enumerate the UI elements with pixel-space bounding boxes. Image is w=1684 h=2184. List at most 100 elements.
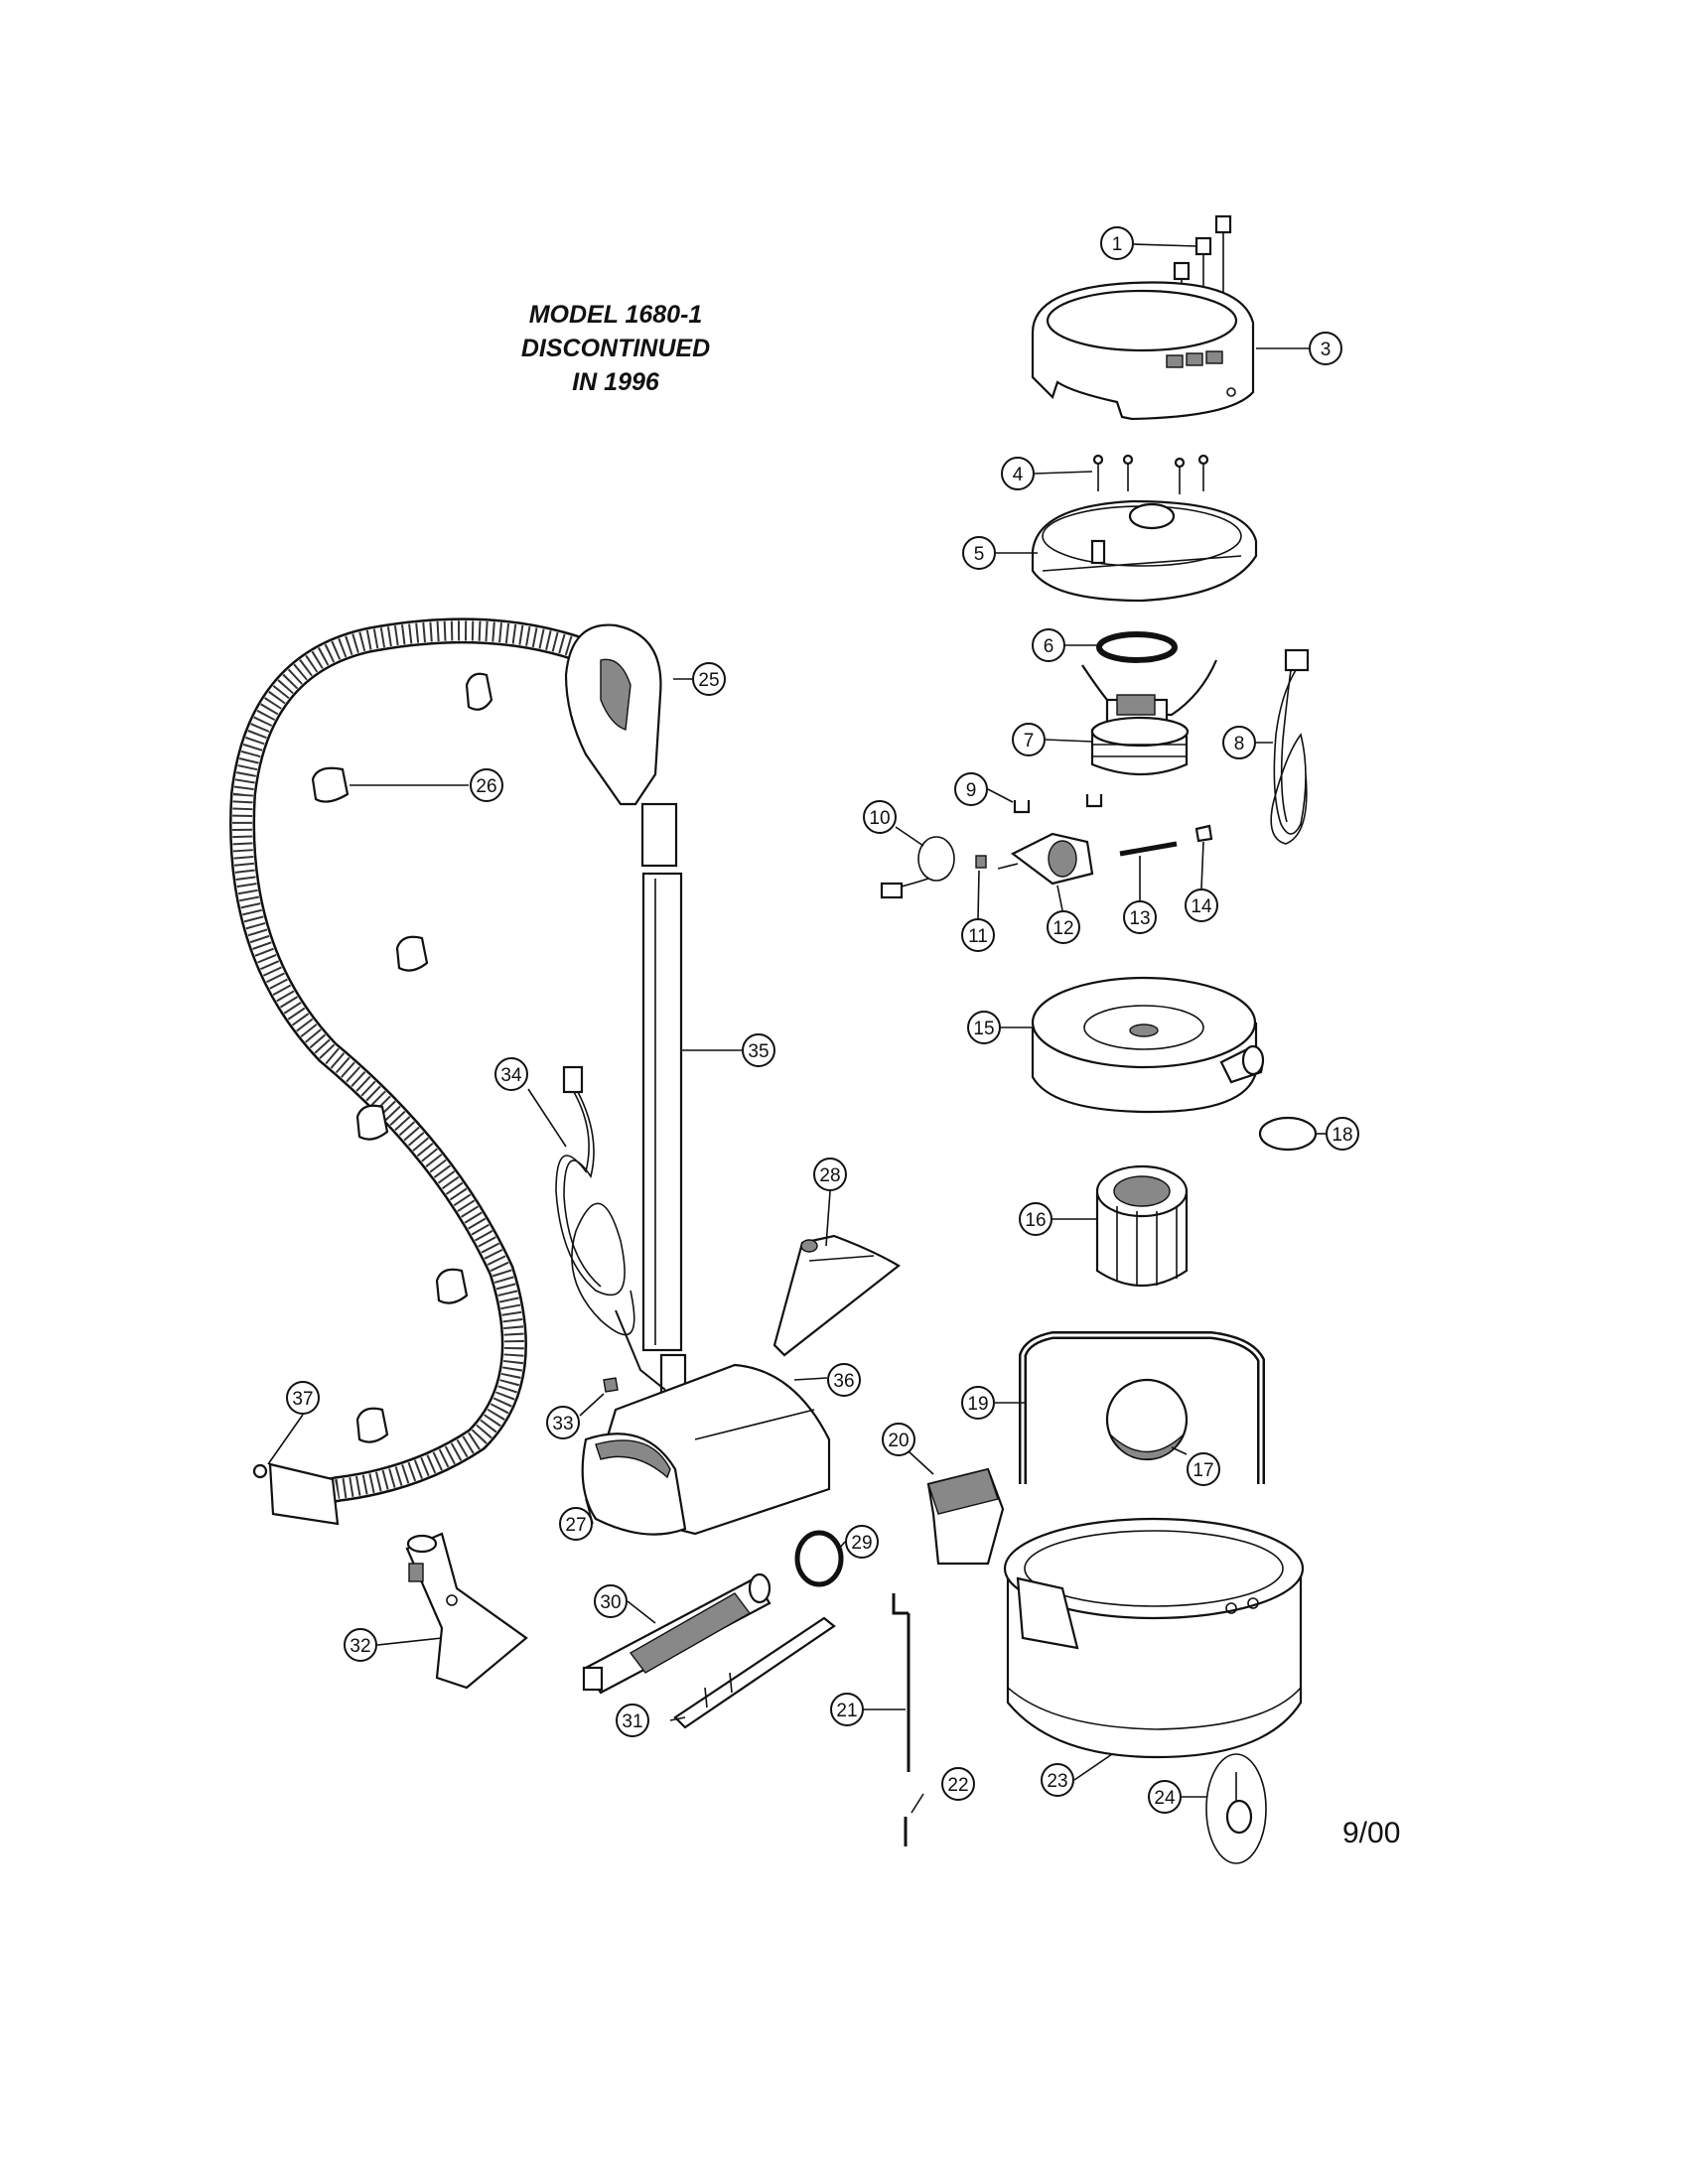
svg-text:36: 36 (833, 1371, 854, 1392)
callout-27: 27 (559, 1507, 593, 1541)
callout-36: 36 (827, 1363, 861, 1397)
svg-text:23: 23 (1047, 1771, 1067, 1792)
part-17-float-ball (1105, 1378, 1189, 1461)
callout-15: 15 (967, 1011, 1001, 1044)
part-23-tank (1003, 1517, 1305, 1759)
svg-text:25: 25 (698, 670, 719, 691)
svg-text:30: 30 (600, 1592, 621, 1613)
svg-text:5: 5 (974, 544, 985, 565)
svg-text:20: 20 (888, 1431, 909, 1451)
part-13-shaft (1119, 841, 1178, 857)
callout-14: 14 (1185, 888, 1218, 922)
svg-text:24: 24 (1154, 1788, 1176, 1809)
part-3-top-cover (1031, 281, 1255, 421)
svg-text:19: 19 (967, 1394, 988, 1415)
svg-text:35: 35 (748, 1041, 769, 1062)
leader-lines (267, 243, 1326, 1814)
callout-21: 21 (830, 1693, 864, 1726)
svg-text:16: 16 (1025, 1210, 1046, 1231)
callout-33: 33 (546, 1406, 580, 1439)
part-33-nut (603, 1377, 619, 1393)
svg-text:7: 7 (1024, 731, 1035, 751)
callout-25: 25 (692, 662, 726, 696)
model-title-line3: IN 1996 (572, 368, 659, 396)
part-6-gasket (1096, 631, 1178, 663)
callout-30: 30 (594, 1584, 628, 1618)
part-7-motor (1081, 659, 1218, 776)
part-9-clips (1013, 794, 1103, 814)
callout-20: 20 (882, 1423, 915, 1456)
part-26-hose-clips (311, 672, 493, 1443)
svg-text:12: 12 (1052, 918, 1073, 939)
callout-23: 23 (1041, 1763, 1074, 1797)
part-36-27-floor-nozzle (581, 1363, 831, 1536)
part-25-handle (564, 623, 678, 868)
model-title: MODEL 1680-1 DISCONTINUED IN 1996 (467, 298, 765, 399)
callout-17: 17 (1187, 1452, 1220, 1486)
callout-31: 31 (616, 1704, 649, 1737)
callout-11: 11 (961, 918, 995, 952)
svg-text:13: 13 (1129, 908, 1150, 929)
callout-1: 1 (1100, 226, 1134, 260)
callout-9: 9 (954, 772, 988, 806)
callout-24: 24 (1148, 1780, 1182, 1814)
svg-text:18: 18 (1332, 1125, 1352, 1146)
callout-18: 18 (1326, 1117, 1359, 1151)
part-12-pump-motor (997, 832, 1094, 886)
callout-35: 35 (742, 1033, 775, 1067)
svg-text:29: 29 (851, 1533, 872, 1554)
part-19-bracket (1019, 1331, 1265, 1484)
callout-32: 32 (344, 1628, 377, 1662)
svg-text:37: 37 (292, 1389, 313, 1410)
part-34-power-cord (555, 1065, 666, 1391)
part-29-belt (794, 1530, 844, 1587)
svg-text:8: 8 (1234, 734, 1245, 754)
callout-12: 12 (1047, 910, 1080, 944)
callout-bubbles: 1 3 4 5 6 7 8 9 10 11 12 13 14 15 16 17 … (286, 226, 1359, 1814)
callout-7: 7 (1012, 723, 1046, 756)
revision-date: 9/00 (1342, 1817, 1401, 1849)
part-21-rod (892, 1593, 911, 1772)
callout-6: 6 (1032, 628, 1065, 662)
svg-text:14: 14 (1191, 896, 1212, 917)
svg-text:11: 11 (968, 926, 988, 947)
svg-text:34: 34 (500, 1065, 522, 1086)
part-15-motor-base (1031, 976, 1265, 1114)
part-5-motor-cover (1031, 499, 1258, 603)
svg-text:1: 1 (1112, 234, 1123, 255)
callout-13: 13 (1123, 900, 1157, 934)
part-31-brush-bar (673, 1616, 836, 1729)
part-16-filter (1095, 1164, 1189, 1287)
part-37-end-fitting (252, 1462, 340, 1526)
callout-4: 4 (1001, 457, 1035, 490)
callout-8: 8 (1222, 726, 1256, 759)
svg-text:28: 28 (819, 1165, 840, 1186)
part-20-cap (926, 1467, 1005, 1566)
svg-text:32: 32 (350, 1636, 370, 1657)
callout-37: 37 (286, 1381, 320, 1415)
part-14-fitting (1194, 824, 1213, 843)
svg-text:6: 6 (1044, 636, 1054, 657)
callout-10: 10 (863, 800, 897, 834)
svg-text:10: 10 (869, 808, 890, 829)
part-11-nut (975, 855, 987, 869)
part-28-upholstery-tool (772, 1234, 901, 1357)
callout-5: 5 (962, 536, 996, 570)
hose-assembly (229, 617, 601, 1512)
callout-3: 3 (1309, 332, 1342, 365)
model-title-line1: MODEL 1680-1 (528, 301, 703, 329)
part-35-wand (641, 872, 687, 1427)
svg-text:21: 21 (836, 1701, 857, 1721)
part-18-disc (1258, 1116, 1318, 1152)
part-10-wire (880, 836, 955, 899)
callout-28: 28 (813, 1158, 847, 1191)
part-32-crevice-tool (405, 1532, 528, 1690)
svg-text:3: 3 (1321, 340, 1332, 360)
svg-text:15: 15 (973, 1019, 994, 1039)
svg-text:22: 22 (947, 1775, 968, 1796)
part-4-screws (1092, 454, 1209, 494)
svg-text:33: 33 (552, 1414, 573, 1434)
callout-29: 29 (845, 1525, 879, 1559)
svg-text:4: 4 (1013, 465, 1024, 485)
